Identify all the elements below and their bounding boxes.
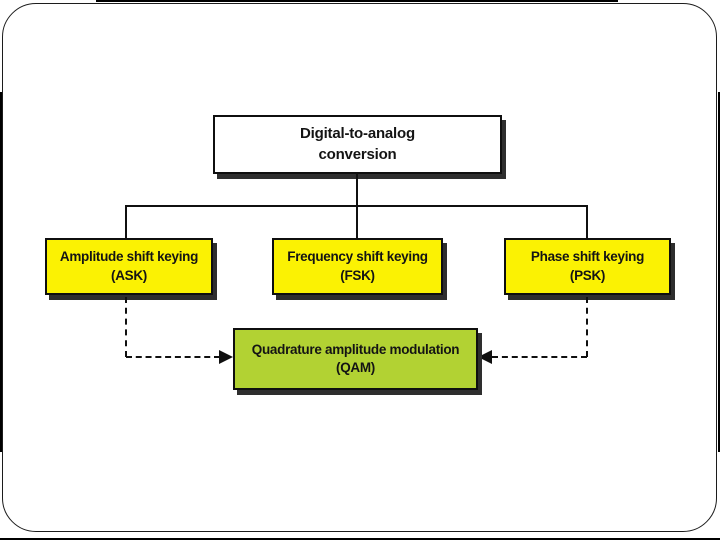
connector-fsk-stem: [356, 205, 358, 239]
slide-edge-bottom: [0, 538, 720, 540]
node-phase-shift-keying: Phase shift keying (PSK): [504, 238, 671, 295]
node-label-line: Phase shift keying: [530, 249, 645, 265]
node-label-line: (PSK): [569, 267, 606, 283]
dashed-connector-psk-to-qam: [492, 356, 587, 358]
dashed-connector-ask-to-qam: [126, 356, 220, 358]
slide-edge-top: [96, 0, 618, 2]
connector-psk-stem: [586, 205, 588, 239]
node-label-line: Amplitude shift keying: [59, 249, 199, 265]
connector-root-stem: [356, 173, 358, 206]
node-label-line: (FSK): [340, 267, 375, 283]
slide-edge-right: [718, 92, 720, 452]
slide-border: [2, 3, 717, 532]
arrowhead-into-qam-right-icon: [478, 350, 492, 364]
slide-edge-left: [0, 92, 2, 452]
dashed-connector-psk-down: [586, 297, 588, 357]
arrowhead-into-qam-left-icon: [219, 350, 233, 364]
node-label-line: Quadrature amplitude modulation: [251, 341, 460, 357]
node-label-line: Digital-to-analog: [300, 125, 415, 143]
node-frequency-shift-keying: Frequency shift keying (FSK): [272, 238, 443, 295]
node-label-line: (QAM): [336, 360, 375, 375]
node-label-line: conversion: [318, 145, 397, 163]
node-amplitude-shift-keying: Amplitude shift keying (ASK): [45, 238, 213, 295]
node-quadrature-amplitude-modulation: Quadrature amplitude modulation (QAM): [233, 328, 478, 390]
dashed-connector-ask-down: [125, 297, 127, 357]
connector-ask-stem: [125, 205, 127, 239]
node-label-line: (ASK): [111, 267, 147, 283]
node-digital-to-analog-conversion: Digital-to-analog conversion: [213, 115, 502, 174]
node-label-line: Frequency shift keying: [287, 249, 428, 265]
